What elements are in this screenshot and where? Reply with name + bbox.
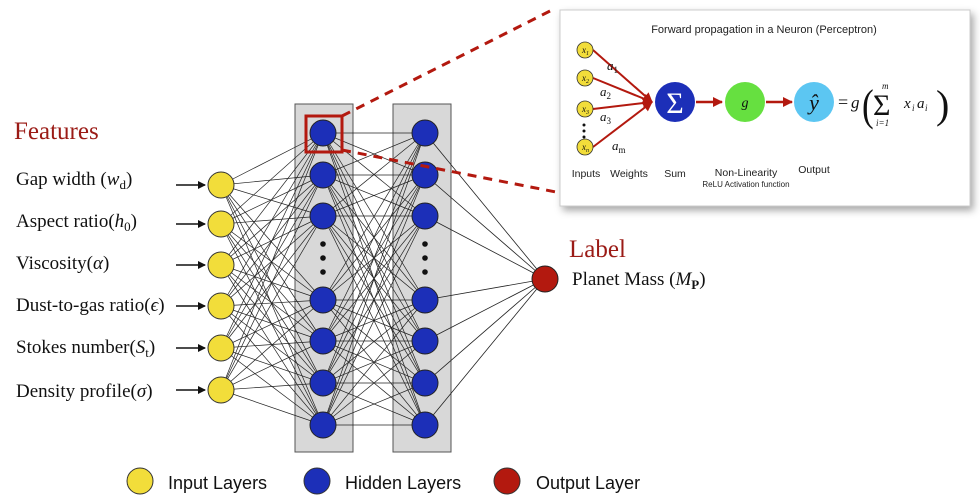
inset-output-node: [794, 82, 834, 122]
output-node: [531, 265, 559, 293]
hidden-node: [309, 327, 337, 355]
inset-weights-label: Weights: [610, 168, 648, 180]
input-node: [207, 210, 235, 238]
inset-weight-label: am: [612, 138, 626, 155]
callout-line-bottom: [341, 148, 557, 194]
output-formula: = g ( m Σ i=1 x i a i ): [838, 80, 949, 130]
highlighted-neuron-box: [304, 114, 344, 154]
output-label: Planet Mass (MP): [572, 269, 706, 292]
hidden-node: [309, 411, 337, 439]
feature-label: Dust-to-gas ratio(ϵ): [16, 295, 165, 316]
hidden-node: [411, 411, 439, 439]
network-nodes: [207, 119, 559, 439]
ellipsis-hidden-2: [422, 241, 428, 275]
hidden-layer-2-panel: [392, 103, 452, 453]
inset-input-node: [576, 100, 594, 118]
svg-text:=: =: [838, 92, 848, 112]
input-arrows: [176, 181, 206, 394]
svg-text:): ): [936, 82, 949, 127]
inset-input-label: xn: [581, 142, 589, 154]
feature-label: Gap width (wd): [16, 169, 132, 192]
svg-text:i=1: i=1: [876, 118, 889, 128]
callout-line-top: [341, 6, 557, 118]
inset-nonlinearity-label: Non-Linearity: [715, 167, 778, 179]
inset-weight-label: a3: [600, 109, 612, 126]
legend-input-label: Input Layers: [168, 473, 267, 493]
inset-input-nodes: x1 a1 x2 a2 x3 a3 xn am: [576, 41, 653, 156]
inset-inputs-label: Inputs: [572, 168, 601, 180]
inset-weight-label: a1: [607, 58, 618, 75]
input-node: [207, 376, 235, 404]
inset-input-label: x3: [581, 104, 589, 116]
inset-weight-label: a2: [600, 84, 611, 101]
inset-title: Forward propagation in a Neuron (Percept…: [651, 24, 877, 36]
feature-label: Aspect ratio(h0): [16, 211, 137, 234]
svg-text:g: g: [851, 93, 860, 112]
feature-label: Density profile(σ): [16, 381, 153, 402]
inset-panel: [559, 9, 971, 207]
svg-text:i: i: [925, 103, 928, 113]
hidden-node: [411, 119, 439, 147]
legend-output-swatch: [493, 467, 521, 495]
inset-input-node: [576, 69, 594, 87]
nonlinearity-node: [725, 82, 765, 122]
svg-text:a: a: [917, 96, 925, 112]
inset-output-label: Output: [798, 164, 830, 176]
inset-input-node: [576, 41, 594, 59]
inset-input-node: [576, 138, 594, 156]
legend-hidden-label: Hidden Layers: [345, 473, 461, 493]
label-heading: Label: [569, 236, 626, 263]
hidden-node: [309, 202, 337, 230]
legend-input-swatch: [126, 467, 154, 495]
legend: Input Layers Hidden Layers Output Layer: [126, 467, 640, 495]
svg-text:x: x: [903, 96, 911, 112]
inset-input-label: x2: [581, 73, 589, 85]
hidden-node: [411, 369, 439, 397]
inset-sum-label: Sum: [664, 168, 686, 180]
svg-text:(: (: [862, 80, 874, 130]
sum-node: [655, 82, 695, 122]
feature-label: Stokes number(St): [16, 337, 155, 360]
input-node: [207, 292, 235, 320]
inset-input-label: x1: [581, 45, 589, 57]
input-node: [207, 251, 235, 279]
svg-text:i: i: [912, 103, 915, 113]
legend-hidden-swatch: [303, 467, 331, 495]
feature-label: Viscosity(α): [16, 253, 109, 274]
inset-activation-label: ReLU Activation function: [702, 180, 789, 189]
network-connections: [220, 132, 546, 426]
features-heading: Features: [14, 118, 99, 145]
hidden-node: [411, 327, 439, 355]
sum-symbol: Σ: [666, 87, 683, 120]
g-symbol: g: [742, 96, 749, 111]
feature-labels: Gap width (wd) Aspect ratio(h0) Viscosity(…: [16, 169, 165, 402]
svg-text:m: m: [882, 81, 889, 91]
input-node: [207, 171, 235, 199]
hidden-node: [411, 286, 439, 314]
yhat-symbol: ŷ: [807, 90, 819, 115]
hidden-node: [309, 161, 337, 189]
hidden-node: [309, 119, 337, 147]
ellipsis-hidden-1: [320, 241, 326, 275]
hidden-node: [309, 286, 337, 314]
perceptron-inset: Forward propagation in a Neuron (Percept…: [559, 9, 971, 207]
hidden-node: [411, 161, 439, 189]
legend-output-label: Output Layer: [536, 473, 640, 493]
svg-text:Σ: Σ: [873, 89, 890, 122]
hidden-node: [411, 202, 439, 230]
input-node: [207, 334, 235, 362]
hidden-node: [309, 369, 337, 397]
